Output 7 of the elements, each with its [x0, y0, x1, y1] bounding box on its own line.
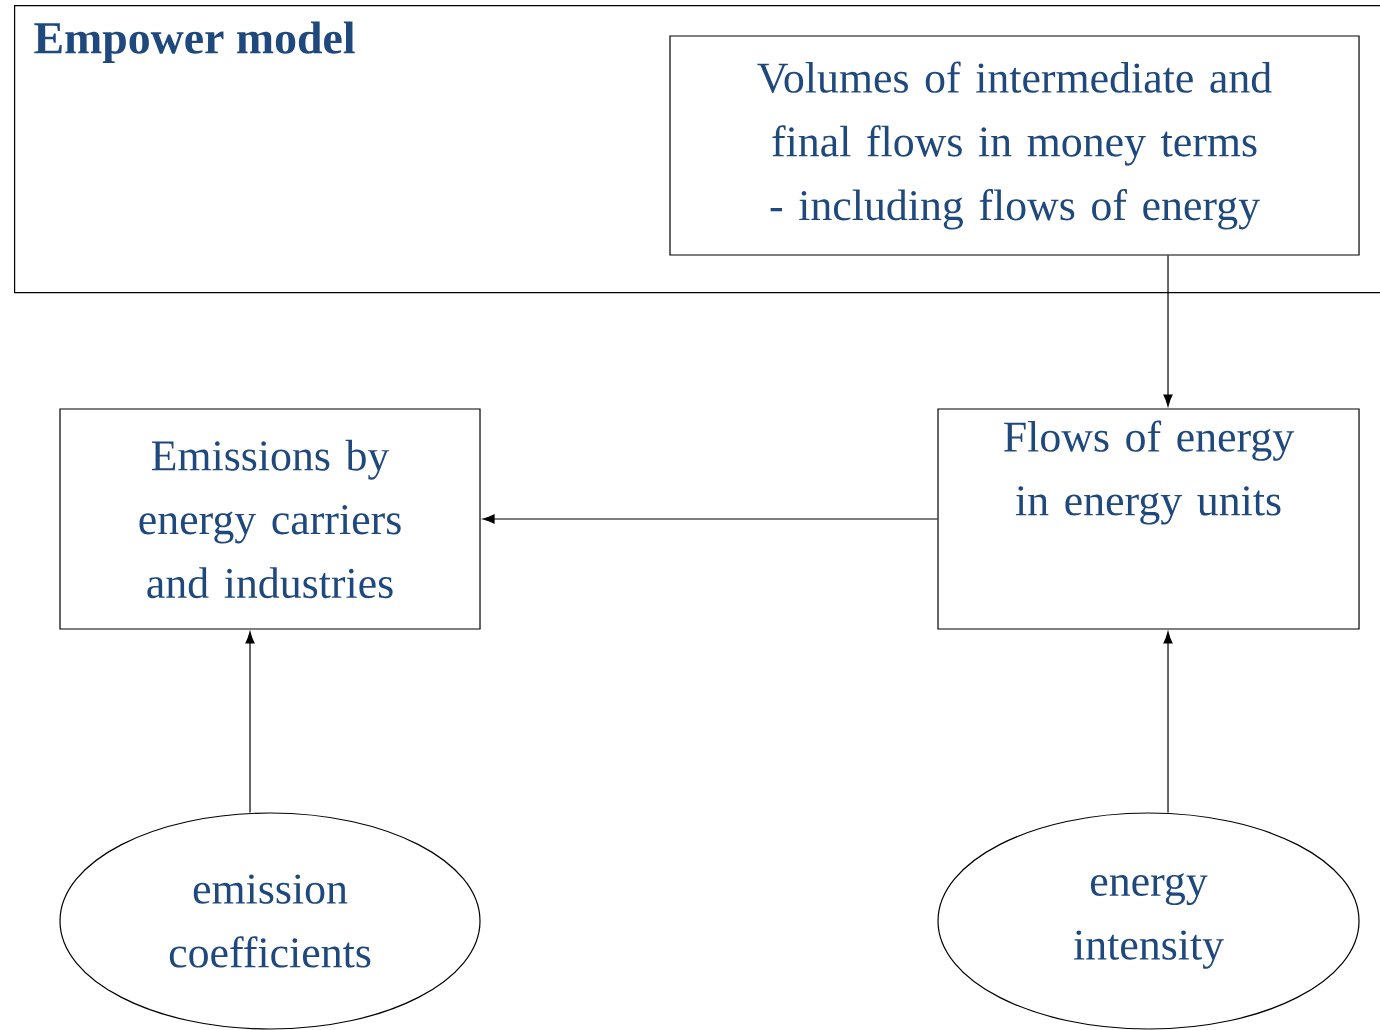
arrow [1163, 255, 1173, 407]
process-box: Volumes of intermediate and final flows in money terms - including flows of energy [669, 35, 1360, 256]
arrow [245, 631, 255, 813]
arrow [482, 514, 938, 524]
process-box: Flows of energy in energy units [937, 408, 1360, 630]
arrow [1163, 631, 1173, 813]
process-box: Emissions by energy carriers and industries [59, 408, 481, 630]
